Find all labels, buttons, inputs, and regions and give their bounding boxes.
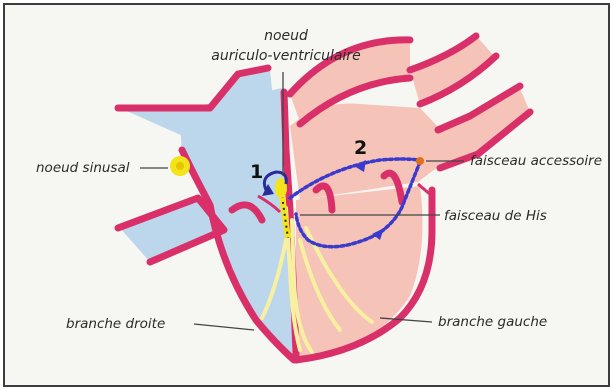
label-left-branch: branche gauche xyxy=(438,314,547,330)
marker-2: 2 xyxy=(354,137,367,159)
label-sinus-node: noeud sinusal xyxy=(36,160,130,176)
label-right-branch: branche droite xyxy=(66,316,165,332)
sinus-node xyxy=(170,156,190,176)
label-his-bundle: faisceau de His xyxy=(444,208,547,224)
label-accessory-pathway: faisceau accessoire xyxy=(470,153,602,169)
marker-1: 1 xyxy=(250,161,263,183)
label-av-node-line1: noeud xyxy=(264,28,308,44)
accessory-pathway-dot xyxy=(416,157,424,165)
label-av-node-line2: auriculo-ventriculaire xyxy=(211,48,360,64)
